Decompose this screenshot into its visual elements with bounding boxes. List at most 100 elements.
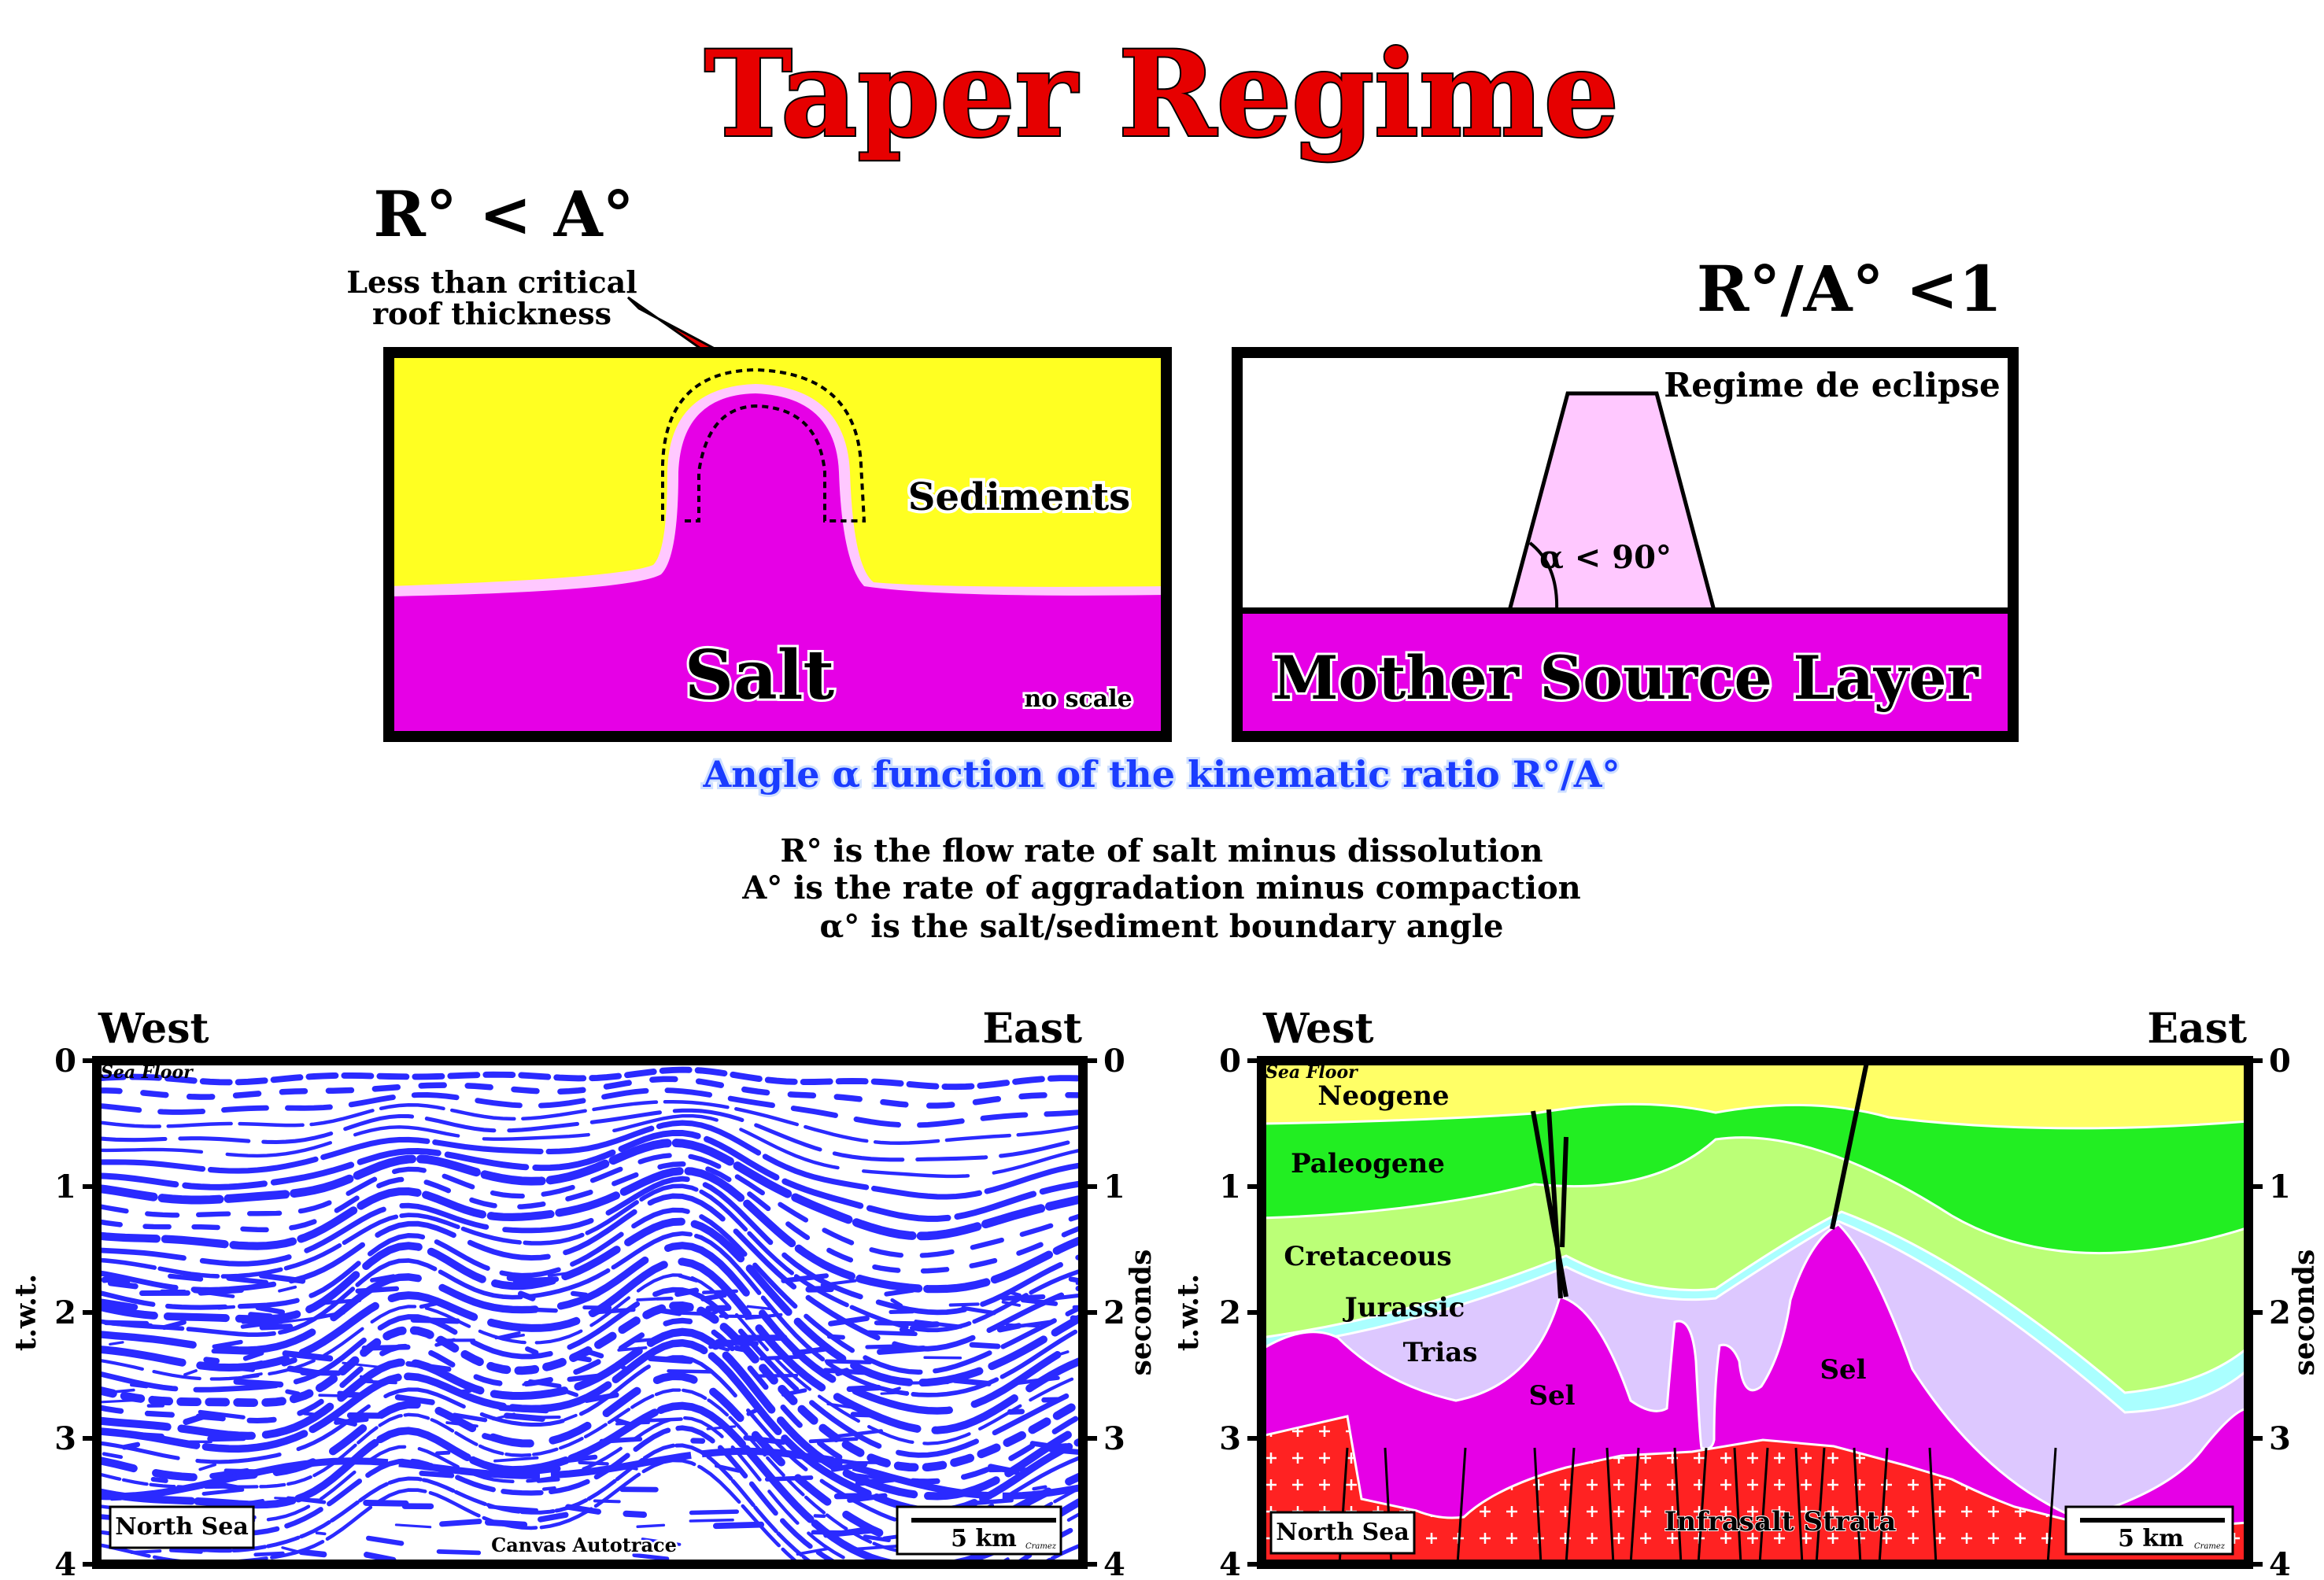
reflector-fragment: [130, 1549, 162, 1555]
fault-line: [1533, 1447, 1543, 1564]
reflector-fragment: [824, 1359, 873, 1364]
infrasalt-faults: [1338, 1447, 2057, 1564]
reflector-fragment: [501, 1333, 525, 1340]
reflector-fragment: [278, 1285, 297, 1293]
neogene-label: Neogene: [1317, 1080, 1449, 1112]
tick-label: 3: [54, 1420, 76, 1457]
reflector-fragment: [588, 1307, 636, 1315]
reflector-fragment: [969, 1342, 1001, 1349]
reflector-fragment: [183, 1369, 198, 1376]
reflector-fragment: [337, 1390, 362, 1397]
reflector-fragment: [405, 1360, 452, 1372]
reflector-fragment: [211, 1349, 263, 1356]
right-panel-frame: [1232, 347, 2019, 742]
reflector-fragment: [342, 1361, 389, 1369]
infrasalt-strata: [1262, 1415, 2248, 1564]
reflector: [97, 1129, 1082, 1222]
reflector-fragment: [1048, 1446, 1081, 1455]
reflector-fragment: [623, 1510, 648, 1519]
reflector-fragment: [547, 1270, 583, 1278]
reflector-fragment: [516, 1543, 550, 1550]
west-label-right: West: [1262, 1005, 1374, 1053]
reflector-fragment: [168, 1273, 204, 1282]
reflector-fragment: [366, 1535, 405, 1546]
reflector-fragment: [808, 1437, 859, 1444]
ratio-label: R°/A° <1: [1697, 252, 2002, 326]
reflector-fragment: [847, 1493, 888, 1503]
sel-salt-layer: [1262, 1223, 2248, 1564]
scale-box-right: [2064, 1505, 2234, 1556]
reflector-fragment: [813, 1514, 826, 1519]
reflector-fragment: [828, 1315, 870, 1327]
seconds-axis-label-right: seconds: [2288, 1250, 2321, 1376]
reflector-fragment: [564, 1454, 598, 1464]
reflector: [97, 1076, 1082, 1109]
reflector-fragment: [706, 1425, 737, 1430]
condition-label: R° < A°: [373, 177, 634, 251]
reflector-fragment: [733, 1345, 752, 1353]
reflector-fragment: [923, 1356, 962, 1360]
reflector: [97, 1176, 1082, 1316]
tick-label: 0: [54, 1043, 76, 1080]
reflector-fragment: [583, 1348, 604, 1359]
reflector-fragment: [712, 1521, 765, 1530]
reflector-fragment: [203, 1357, 220, 1364]
fault-line: [1456, 1447, 1467, 1564]
sea-floor-label-left: Sea Floor: [101, 1062, 194, 1083]
tick-label: 3: [1103, 1420, 1125, 1457]
reflector-fragment: [360, 1375, 374, 1382]
reflector-fragment: [512, 1276, 560, 1284]
trias-label: Trias: [1403, 1337, 1478, 1368]
reflector-fragment: [240, 1320, 284, 1329]
left-panel-frame: [383, 347, 1172, 742]
reflector-fragment: [504, 1412, 545, 1422]
reflector: [97, 1120, 1082, 1200]
reflector: [97, 1231, 1081, 1397]
reflector-fragment: [667, 1307, 694, 1314]
reflector-fragment: [715, 1338, 759, 1346]
reflector: [97, 1207, 1082, 1375]
reflector-fragment: [599, 1436, 643, 1444]
reflector-fragment: [781, 1388, 807, 1397]
reflector-fragment: [630, 1338, 652, 1343]
reflector-fragment: [865, 1344, 902, 1349]
reflector-fragment: [454, 1388, 472, 1396]
reflector-fragment: [122, 1431, 164, 1440]
reflector-fragment: [743, 1434, 786, 1445]
reflector-fragment: [1054, 1350, 1070, 1357]
reflector-fragment: [394, 1523, 432, 1529]
reflector-fragment: [835, 1429, 883, 1438]
reflector-fragment: [835, 1368, 850, 1376]
reflector-fragment: [615, 1418, 636, 1428]
tick-label: 4: [1103, 1546, 1125, 1580]
tick-label: 2: [54, 1294, 76, 1331]
twt-axis-label-left: t.w.t.: [9, 1274, 42, 1351]
basement-reflector: [97, 1447, 1080, 1501]
reflector-fragment: [1001, 1300, 1022, 1307]
tick-label: 0: [1219, 1043, 1241, 1080]
reflector-fragment: [570, 1290, 589, 1298]
reflector-fragment: [419, 1300, 445, 1309]
tick-label: 4: [1219, 1546, 1241, 1580]
reflector-fragment: [161, 1320, 187, 1331]
reflector-fragment: [198, 1463, 217, 1471]
scale-box-left: [896, 1505, 1062, 1556]
reflector-fragment: [361, 1344, 411, 1351]
callout-line-2: roof thickness: [372, 296, 611, 331]
reflector-fragment: [705, 1305, 732, 1312]
reflector-fragment: [565, 1504, 602, 1515]
reflector-fragment: [248, 1312, 273, 1319]
fault-line: [1733, 1447, 1742, 1564]
tick-label: 1: [54, 1168, 76, 1205]
kinematic-caption: Angle α function of the kinematic ratio …: [703, 753, 1620, 796]
east-label-left: East: [982, 1005, 1082, 1053]
paleogene-label: Paleogene: [1291, 1148, 1445, 1179]
fault-line: [1605, 1447, 1615, 1564]
reflector-fragment: [107, 1280, 139, 1290]
reflector-fragment: [578, 1460, 609, 1466]
reflector-fragment: [452, 1412, 488, 1423]
reflector-fragment: [1043, 1443, 1069, 1450]
reflector: [97, 1287, 1082, 1458]
jurassic-label: Jurassic: [1343, 1292, 1465, 1323]
reflector: [97, 1401, 1083, 1564]
